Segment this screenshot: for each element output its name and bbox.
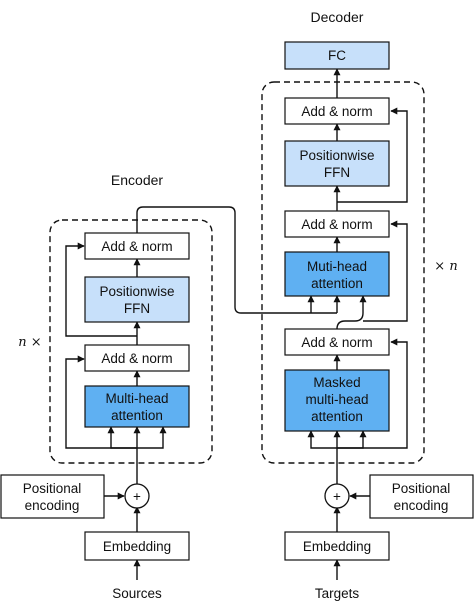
- encoder-embedding-label: Embedding: [103, 539, 171, 554]
- encoder-plus-sign: +: [133, 489, 141, 504]
- decoder-ffn-label-line2: FFN: [324, 165, 350, 180]
- decoder-add-norm-top-label: Add & norm: [301, 104, 372, 119]
- decoder-add-norm-mid: Add & norm: [284, 210, 390, 238]
- decoder-ffn-label-line1: Positionwise: [299, 148, 374, 163]
- decoder-repeat-label: × n: [434, 259, 457, 274]
- decoder-attention-block: Muti-head attention: [284, 251, 390, 297]
- decoder-masked-attention-block: Masked multi-head attention: [284, 369, 390, 432]
- encoder-ffn-label-line2: FFN: [124, 301, 150, 316]
- decoder-add-norm-bottom: Add & norm: [284, 328, 390, 356]
- decoder-positional-label-line1: Positional: [392, 481, 451, 496]
- decoder-attention-label-line2: attention: [311, 276, 363, 291]
- encoder-attention-label-line2: attention: [111, 408, 163, 423]
- decoder-wires: [307, 68, 408, 580]
- encoder-stack-frame: [49, 219, 213, 464]
- decoder-input-label: Targets: [315, 586, 360, 601]
- encoder-embedding: Embedding: [84, 531, 190, 561]
- encoder-add-norm-top-label: Add & norm: [101, 239, 172, 254]
- encoder-repeat-label: n ×: [18, 335, 41, 350]
- encoder-ffn-label-line1: Positionwise: [99, 284, 174, 299]
- encoder-attention-label-line1: Multi-head: [105, 391, 168, 406]
- decoder-stack-frame: [261, 81, 425, 464]
- encoder-add-norm-top: Add & norm: [84, 232, 190, 260]
- decoder-positional-label-line2: encoding: [394, 498, 449, 513]
- encoder-wires: [65, 206, 341, 580]
- encoder-positional-label-line1: Positional: [23, 481, 82, 496]
- decoder-positional-encoding: Positional encoding: [369, 474, 474, 519]
- encoder-plus-node: +: [124, 483, 150, 509]
- decoder-ffn-block: Positionwise FFN: [284, 140, 390, 187]
- encoder-add-norm-bottom: Add & norm: [84, 344, 190, 372]
- decoder-plus-sign: +: [333, 489, 341, 504]
- encoder-positional-encoding: Positional encoding: [0, 474, 105, 519]
- encoder-title: Encoder: [111, 172, 163, 188]
- decoder-add-norm-mid-label: Add & norm: [301, 217, 372, 232]
- decoder-add-norm-top: Add & norm: [284, 97, 390, 125]
- decoder-add-norm-bottom-label: Add & norm: [301, 335, 372, 350]
- decoder-attention-label-line1: Muti-head: [307, 259, 367, 274]
- decoder-masked-label-line1: Masked: [313, 375, 360, 390]
- encoder-attention-block: Multi-head attention: [84, 385, 190, 428]
- decoder-embedding: Embedding: [284, 531, 390, 561]
- decoder-title: Decoder: [311, 9, 364, 25]
- decoder-masked-label-line2: multi-head: [305, 392, 368, 407]
- decoder-fc-label: FC: [328, 48, 346, 63]
- decoder-masked-label-line3: attention: [311, 409, 363, 424]
- decoder-plus-node: +: [324, 483, 350, 509]
- encoder-ffn-block: Positionwise FFN: [84, 276, 190, 323]
- encoder-positional-label-line2: encoding: [25, 498, 80, 513]
- encoder-input-label: Sources: [112, 586, 162, 601]
- decoder-fc-block: FC: [284, 41, 390, 70]
- decoder-embedding-label: Embedding: [303, 539, 371, 554]
- encoder-add-norm-bottom-label: Add & norm: [101, 351, 172, 366]
